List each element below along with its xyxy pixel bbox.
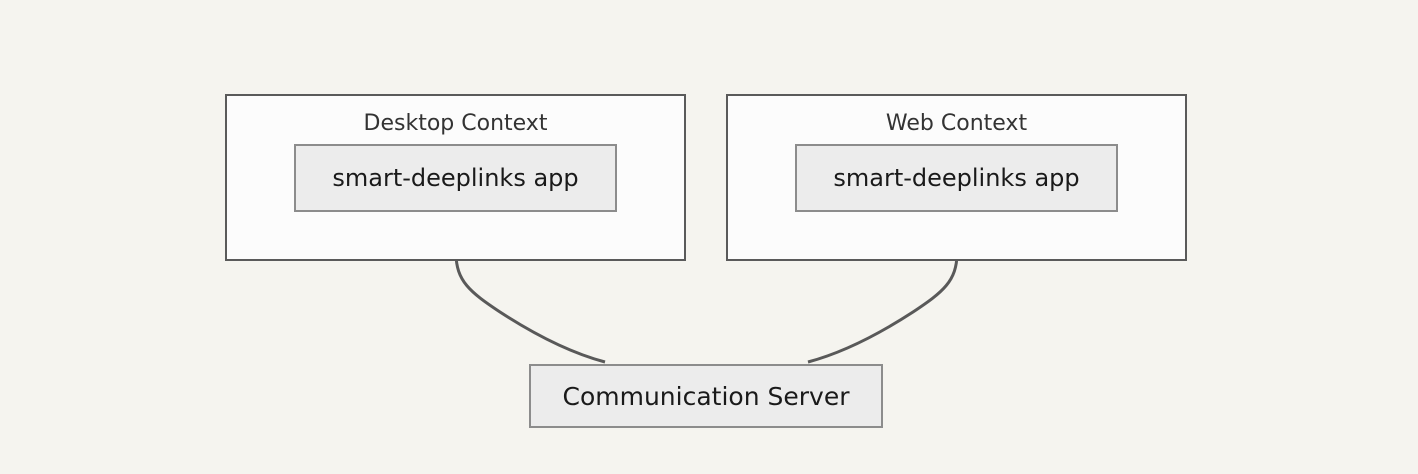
node-web-app[interactable]: smart-deeplinks app <box>795 144 1118 212</box>
group-title-web: Web Context <box>885 111 1028 136</box>
node-communication-server[interactable]: Communication Server <box>529 364 883 428</box>
group-title-desktop: Desktop Context <box>363 111 548 136</box>
context-group-web: Web Context smart-deeplinks app <box>726 94 1187 261</box>
context-group-desktop: Desktop Context smart-deeplinks app <box>225 94 686 261</box>
node-communication-server-label: Communication Server <box>562 381 850 411</box>
node-desktop-app-label: smart-deeplinks app <box>332 164 579 192</box>
node-desktop-app[interactable]: smart-deeplinks app <box>294 144 617 212</box>
node-web-app-label: smart-deeplinks app <box>833 164 1080 192</box>
